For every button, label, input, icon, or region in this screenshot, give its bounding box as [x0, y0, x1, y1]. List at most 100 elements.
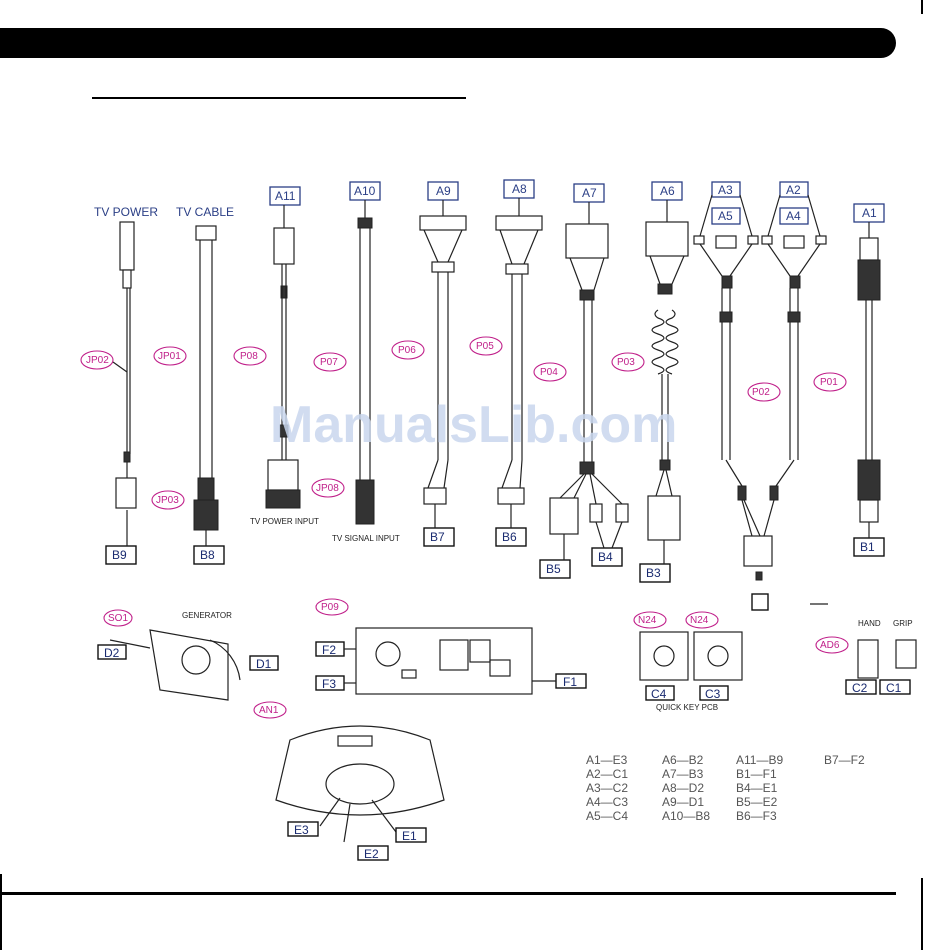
label-p01: P01 — [820, 377, 838, 388]
label-box-b3 — [639, 563, 671, 583]
label-p06: P06 — [398, 345, 416, 356]
label-n24-b: N24 — [690, 615, 709, 626]
map-cell: A1—E3 — [586, 753, 628, 767]
map-cell: A10—B8 — [662, 809, 710, 823]
label-d1: D1 — [256, 657, 272, 671]
label-box-a2 — [779, 181, 809, 198]
label-a1: A1 — [862, 206, 877, 220]
caption-hand: HAND — [858, 619, 881, 628]
connection-map: A1—E3 A6—B2 A11—B9 B7—F2 A2—C1 A7—B3 B1—… — [586, 753, 865, 823]
label-a3: A3 — [718, 183, 733, 197]
label-b5: B5 — [546, 562, 561, 576]
label-a6: A6 — [660, 184, 675, 198]
label-b1: B1 — [860, 540, 875, 554]
label-p07: P07 — [320, 357, 338, 368]
label-p09: P09 — [321, 602, 339, 613]
header-bar — [0, 28, 896, 58]
label-box-b7 — [423, 527, 455, 547]
label-c1: C1 — [886, 681, 902, 695]
label-b3: B3 — [646, 566, 661, 580]
map-cell: A6—B2 — [662, 753, 704, 767]
label-b6: B6 — [502, 530, 517, 544]
label-jp02: JP02 — [86, 355, 109, 366]
caption-tv-signal-input: TV SIGNAL INPUT — [332, 534, 400, 543]
title-underline — [92, 97, 466, 99]
generator-assembly: SO1 GENERATOR D2 D1 — [97, 609, 279, 701]
corner-mark — [921, 0, 923, 14]
watermark: ManualsLib.com — [270, 396, 678, 454]
cable-p04: P04 — [533, 202, 629, 535]
label-d2: D2 — [104, 646, 120, 660]
label-e1: E1 — [402, 829, 417, 843]
pcb-p09: P09 F2 F3 F1 — [315, 598, 587, 695]
map-cell: A3—C2 — [586, 781, 628, 795]
label-box-a11 — [269, 186, 301, 206]
label-box-a5 — [711, 207, 741, 225]
label-a2: A2 — [786, 183, 801, 197]
cable-jp01: JP01 JP03 — [151, 225, 219, 531]
label-jp01: JP01 — [158, 351, 181, 362]
cable-p08: P08 TV POWER INPUT — [233, 205, 319, 526]
label-f1: F1 — [563, 675, 577, 689]
label-jp08: JP08 — [316, 483, 339, 494]
label-box-b5 — [539, 559, 571, 579]
label-jp03: JP03 — [156, 495, 179, 506]
tv-cable-title: TV CABLE — [176, 205, 234, 219]
hand-grip-sensors: AD6 HAND GRIP C2 C1 — [815, 619, 917, 695]
caption-generator: GENERATOR — [182, 611, 232, 620]
label-box-d2 — [97, 644, 127, 660]
label-b9: B9 — [112, 548, 127, 562]
cable-p06: P06 — [391, 200, 467, 505]
label-box-c3 — [699, 685, 729, 701]
label-box-a4 — [779, 207, 809, 225]
cable-p02: P02 — [693, 194, 827, 581]
map-cell: A5—C4 — [586, 809, 628, 823]
label-box-b9 — [105, 545, 137, 565]
label-f2: F2 — [322, 643, 336, 657]
label-a8: A8 — [512, 182, 527, 196]
map-cell: B6—F3 — [736, 809, 777, 823]
label-box-c2 — [845, 679, 877, 695]
label-b8: B8 — [200, 548, 215, 562]
footer-rule — [0, 892, 896, 895]
label-p04: P04 — [540, 367, 558, 378]
label-n24-a: N24 — [638, 615, 657, 626]
label-c2: C2 — [852, 681, 868, 695]
map-cell: B7—F2 — [824, 753, 865, 767]
label-box-d1 — [249, 655, 279, 671]
map-cell: A8—D2 — [662, 781, 704, 795]
label-box-a3 — [711, 181, 741, 198]
label-a5: A5 — [718, 209, 733, 223]
label-box-c4 — [645, 685, 675, 701]
label-e3: E3 — [294, 823, 309, 837]
quick-key-pcb: N24 N24 C4 C3 QUICK KEY PCB — [633, 611, 743, 712]
label-p08: P08 — [240, 351, 258, 362]
map-cell: A2—C1 — [586, 767, 628, 781]
label-so1: SO1 — [108, 613, 128, 624]
map-cell: A4—C3 — [586, 795, 628, 809]
label-a9: A9 — [436, 184, 451, 198]
map-cell: B4—E1 — [736, 781, 778, 795]
label-p02: P02 — [752, 387, 770, 398]
map-cell: A7—B3 — [662, 767, 704, 781]
label-a4: A4 — [786, 209, 801, 223]
label-an1: AN1 — [259, 705, 279, 716]
label-b7: B7 — [430, 530, 445, 544]
label-f3: F3 — [322, 677, 336, 691]
label-e2: E2 — [364, 847, 379, 861]
label-box-b2 — [751, 593, 769, 611]
cable-jp02: JP02 — [80, 221, 137, 509]
label-box-b8 — [193, 545, 225, 565]
console-an1: AN1 E3 E1 E2 — [253, 701, 445, 861]
label-a7: A7 — [582, 186, 597, 200]
label-box-b4 — [591, 547, 623, 567]
label-a11: A11 — [275, 189, 296, 203]
caption-quick-key-pcb: QUICK KEY PCB — [656, 703, 718, 712]
map-cell: A9—D1 — [662, 795, 704, 809]
map-cell: A11—B9 — [736, 753, 783, 767]
label-ad6: AD6 — [820, 640, 840, 651]
corner-mark — [0, 874, 2, 950]
caption-grip: GRIP — [893, 619, 913, 628]
